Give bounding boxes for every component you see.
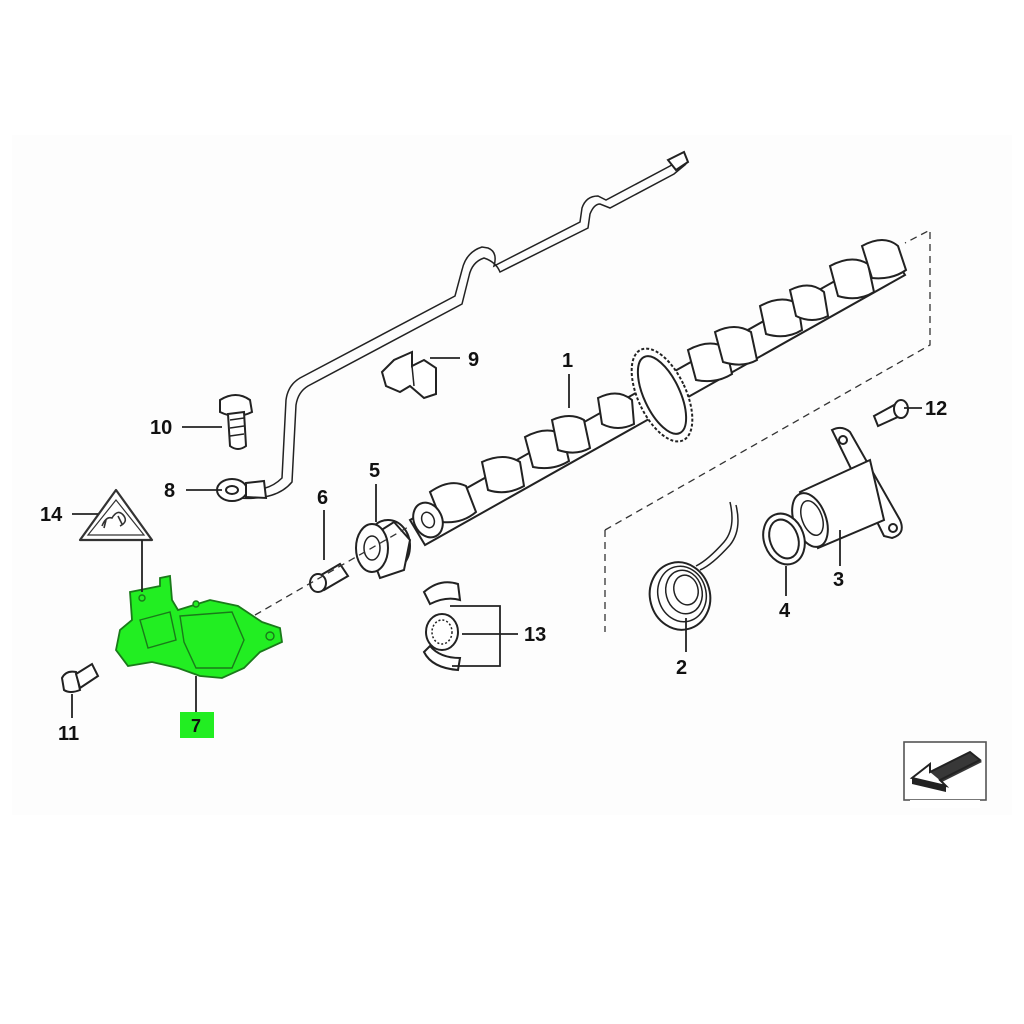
banjo-fitting bbox=[216, 478, 268, 502]
callout-5: 5 bbox=[369, 460, 380, 482]
callout-4: 4 bbox=[779, 600, 791, 622]
callout-7: 7 bbox=[191, 716, 201, 736]
warning-triangle-icon bbox=[78, 488, 154, 542]
assembly-outline bbox=[604, 228, 931, 531]
bolt-11 bbox=[60, 662, 100, 693]
callout-7-highlight-box bbox=[180, 712, 214, 738]
bolt-12 bbox=[872, 399, 909, 428]
callout-12: 12 bbox=[925, 398, 947, 420]
bolt-10 bbox=[219, 394, 254, 450]
callout-13: 13 bbox=[524, 624, 546, 646]
callout-8: 8 bbox=[164, 480, 175, 502]
callout-6: 6 bbox=[317, 487, 328, 509]
callout-11: 11 bbox=[58, 723, 79, 745]
callout-2: 2 bbox=[676, 657, 687, 679]
guide-line bbox=[254, 525, 411, 616]
bearing-cap bbox=[355, 519, 412, 580]
diagram-code-mask bbox=[910, 800, 980, 808]
callout-14: 14 bbox=[40, 504, 63, 526]
pipe-clip bbox=[380, 350, 437, 400]
callout-10: 10 bbox=[150, 417, 172, 439]
sensor-bracket bbox=[115, 574, 283, 679]
callout-1: 1 bbox=[562, 350, 573, 372]
camshaft bbox=[408, 239, 908, 547]
bolt-6 bbox=[309, 562, 350, 593]
oil-pipe bbox=[231, 150, 690, 500]
bearing-set bbox=[422, 581, 462, 672]
callout-9: 9 bbox=[468, 349, 479, 371]
nav-arrow-icon[interactable] bbox=[903, 741, 987, 801]
callout-3: 3 bbox=[833, 569, 844, 591]
leader-lines bbox=[71, 357, 922, 718]
camshaft-gear bbox=[630, 347, 694, 443]
torsion-spring bbox=[648, 501, 739, 631]
seal-ring bbox=[762, 512, 806, 566]
